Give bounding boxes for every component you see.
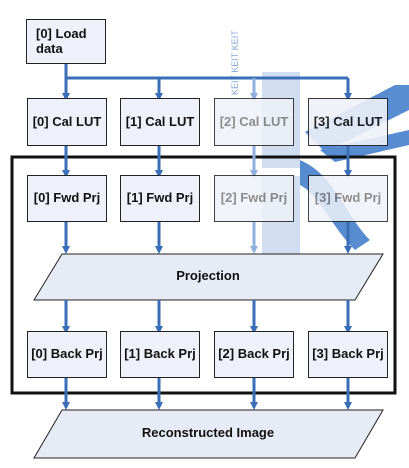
back-prj-label-2: [2] Back Prj xyxy=(218,346,290,362)
back-prj-box-1: [1] Back Prj xyxy=(120,331,200,378)
cal-lut-box-0: [0] Cal LUT xyxy=(27,98,107,146)
cal-lut-box-2: [2] Cal LUT xyxy=(214,98,294,146)
back-prj-label-0: [0] Back Prj xyxy=(31,346,103,362)
cal-lut-label-1: [1] Cal LUT xyxy=(125,113,195,129)
parallel-region-frame xyxy=(10,155,397,395)
cal-lut-label-3: [3] Cal LUT xyxy=(313,113,383,129)
cal-lut-box-1: [1] Cal LUT xyxy=(120,98,200,146)
back-prj-label-3: [3] Back Prj xyxy=(312,346,384,362)
fwd-prj-label-1: [1] Fwd Prj xyxy=(126,190,194,206)
projection-label: Projection xyxy=(176,268,240,283)
fwd-prj-label-0: [0] Fwd Prj xyxy=(33,190,101,206)
fwd-prj-label-3: [3] Fwd Prj xyxy=(314,190,382,206)
recon-shape xyxy=(33,409,384,459)
cal-lut-label-2: [2] Cal LUT xyxy=(219,113,289,129)
reconstructed-image-label: Reconstructed Image xyxy=(141,425,275,440)
fwd-prj-label-2: [2] Fwd Prj xyxy=(220,190,288,206)
fwd-prj-box-1: [1] Fwd Prj xyxy=(120,175,200,222)
back-prj-box-3: [3] Back Prj xyxy=(308,331,388,378)
svg-text:KEIT KEIT KEIT: KEIT KEIT KEIT xyxy=(230,30,240,95)
cal-lut-box-3: [3] Cal LUT xyxy=(308,98,388,146)
back-prj-box-2: [2] Back Prj xyxy=(214,331,294,378)
load-data-label: [0] Load data xyxy=(36,25,87,56)
back-prj-label-1: [1] Back Prj xyxy=(124,346,196,362)
load-data-box: [0] Load data xyxy=(26,19,106,64)
fwd-prj-box-0: [0] Fwd Prj xyxy=(27,175,107,222)
back-prj-box-0: [0] Back Prj xyxy=(27,331,107,378)
fwd-prj-box-2: [2] Fwd Prj xyxy=(214,175,294,222)
projection-shape xyxy=(33,253,384,301)
cal-lut-label-0: [0] Cal LUT xyxy=(32,113,102,129)
fwd-prj-box-3: [3] Fwd Prj xyxy=(308,175,388,222)
